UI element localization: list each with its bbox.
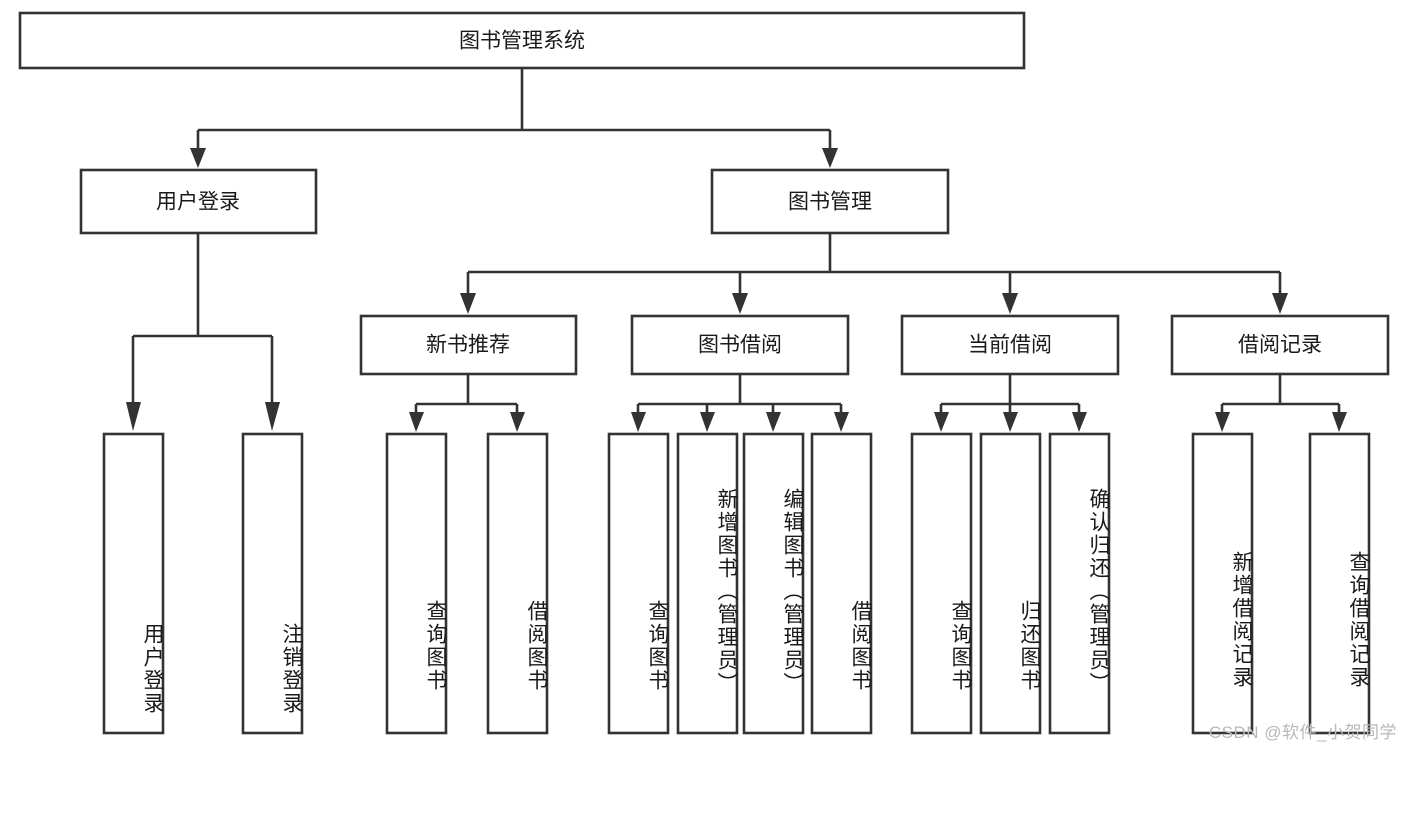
leaf-box-confirm-return-admin[interactable] <box>1048 432 1111 735</box>
leaf-box-edit-book-admin[interactable] <box>742 432 805 735</box>
arrow-currentborrow-leaf-1-icon <box>934 412 949 432</box>
arrow-currentborrow-leaf-3-icon <box>1072 412 1087 432</box>
connector-group-bookborrow-children <box>631 374 849 432</box>
diagram-canvas: 图书管理系统 用户登录 图书管理 新书推荐 图书借阅 当前借阅 借阅记录 用户登… <box>18 11 1397 742</box>
arrow-userlogin-leaf-2-icon <box>265 402 280 431</box>
connector-group-bookmanage-children <box>460 233 1288 314</box>
connector-group-root-to-level2 <box>190 68 838 168</box>
arrow-to-book-borrow-icon <box>732 293 748 314</box>
node-book-management-label: 图书管理 <box>788 191 872 214</box>
leaf-box-borrow-book[interactable] <box>810 432 873 735</box>
arrow-bookborrow-leaf-1-icon <box>631 412 646 432</box>
arrow-to-current-borrow-icon <box>1002 293 1018 314</box>
arrow-bookborrow-leaf-3-icon <box>766 412 781 432</box>
arrow-to-new-book-rec-icon <box>460 293 476 314</box>
arrow-bookborrow-leaf-4-icon <box>834 412 849 432</box>
node-book-borrow-label: 图书借阅 <box>698 334 782 357</box>
connector-group-userlogin-children <box>126 233 280 431</box>
leaf-box-query-book-current[interactable] <box>910 432 973 735</box>
arrow-to-book-manage-icon <box>822 148 838 168</box>
arrow-borrowrecord-leaf-2-icon <box>1332 412 1347 432</box>
node-user-login-label: 用户登录 <box>156 191 240 214</box>
node-root-label: 图书管理系统 <box>459 30 585 53</box>
node-book-management[interactable] <box>710 168 950 235</box>
leaf-box-borrow-book-rec[interactable] <box>486 432 549 735</box>
node-new-book-recommendation-label: 新书推荐 <box>426 334 510 357</box>
connector-group-borrowrecord-children <box>1215 374 1347 432</box>
node-borrow-record-label: 借阅记录 <box>1238 334 1322 357</box>
node-current-borrow-label: 当前借阅 <box>968 334 1052 357</box>
csdn-watermark: CSDN @软件_小贺同学 <box>1208 723 1397 742</box>
leaf-box-add-book-admin[interactable] <box>676 432 739 735</box>
node-new-book-recommendation[interactable] <box>359 314 578 376</box>
node-current-borrow[interactable] <box>900 314 1120 376</box>
node-user-login[interactable] <box>79 168 318 235</box>
arrow-to-borrow-record-icon <box>1272 293 1288 314</box>
arrow-bookborrow-leaf-2-icon <box>700 412 715 432</box>
leaf-box-add-borrow-record[interactable] <box>1191 432 1254 735</box>
leaf-box-logout[interactable] <box>241 432 304 735</box>
tree-diagram-svg: 图书管理系统 用户登录 图书管理 新书推荐 图书借阅 当前借阅 借阅记录 <box>18 11 1390 735</box>
arrow-borrowrecord-leaf-1-icon <box>1215 412 1230 432</box>
leaf-box-query-borrow-record[interactable] <box>1308 432 1371 735</box>
leaf-box-query-book-borrow[interactable] <box>607 432 670 735</box>
arrow-to-user-login-icon <box>190 148 206 168</box>
connector-group-newbookrec-children <box>409 374 525 432</box>
arrow-newbookrec-leaf-1-icon <box>409 412 424 432</box>
node-borrow-record[interactable] <box>1170 314 1390 376</box>
node-book-borrow[interactable] <box>630 314 850 376</box>
node-root-book-management-system[interactable] <box>18 11 1026 70</box>
leaf-box-user-login[interactable] <box>102 432 165 735</box>
connector-group-currentborrow-children <box>934 374 1087 432</box>
arrow-newbookrec-leaf-2-icon <box>510 412 525 432</box>
leaf-box-query-book-rec[interactable] <box>385 432 448 735</box>
arrow-userlogin-leaf-1-icon <box>126 402 141 431</box>
leaf-box-return-book[interactable] <box>979 432 1042 735</box>
arrow-currentborrow-leaf-2-icon <box>1003 412 1018 432</box>
